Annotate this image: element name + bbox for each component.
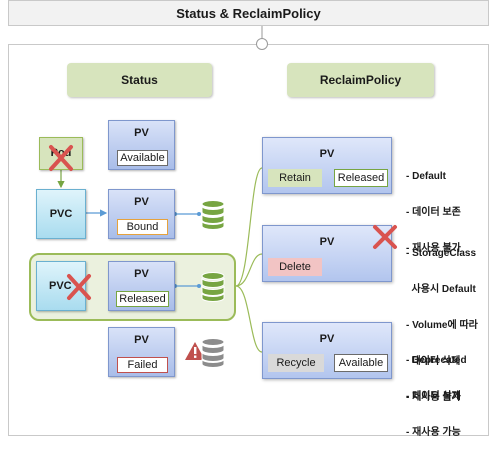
recycle-note-1: - Deprecated xyxy=(406,355,467,366)
retain-label: Retain xyxy=(268,169,322,187)
pv-available-title: PV xyxy=(134,127,149,139)
pvc-bound-box: PVC xyxy=(36,189,86,239)
database-icon xyxy=(201,272,225,302)
reclaim-policy-header: ReclaimPolicy xyxy=(287,63,434,97)
delete-label: Delete xyxy=(268,258,322,276)
pv-released-status: Released xyxy=(116,291,169,307)
diagram-title: Status & ReclaimPolicy xyxy=(8,0,489,26)
cross-mark-icon xyxy=(49,145,73,171)
status-header: Status xyxy=(67,63,212,97)
delete-note-1: - StorageClass xyxy=(406,248,477,259)
cross-mark-icon xyxy=(67,274,91,300)
retain-released-label: Released xyxy=(334,169,388,187)
cross-mark-icon xyxy=(373,225,397,249)
recycle-note-2: - 데이터 삭제 xyxy=(406,391,461,402)
delete-note-5: - 재사용 불가 xyxy=(406,392,461,403)
pv-failed-title: PV xyxy=(134,334,149,346)
pv-retain-box: PV Retain Released xyxy=(262,137,392,194)
arrow-lines xyxy=(57,167,263,353)
pv-available-status: Available xyxy=(117,150,168,166)
frame-anchor-circle xyxy=(256,38,268,50)
retain-note-2: - 데이터 보존 xyxy=(406,207,461,218)
pvc-released-label: PVC xyxy=(49,280,72,292)
delete-note-4: 데이터 삭제 xyxy=(406,356,461,367)
retain-note-1: - Default xyxy=(406,171,446,182)
pv-bound-box: PV Bound xyxy=(108,189,175,239)
pv-bound-status: Bound xyxy=(117,219,168,235)
database-icon xyxy=(201,338,225,368)
pv-delete-box: PV Delete xyxy=(262,225,392,282)
retain-note-3: - 재사용 불가 xyxy=(406,243,461,254)
pv-failed-box: PV Failed xyxy=(108,327,175,377)
pvc-released-box: PVC xyxy=(36,261,86,311)
pv-failed-status: Failed xyxy=(117,357,168,373)
pv-delete-title: PV xyxy=(319,236,335,248)
pv-available-box: PV Available xyxy=(108,120,175,170)
pv-recycle-box: PV Recycle Available xyxy=(262,322,392,379)
recycle-available-label: Available xyxy=(334,354,388,372)
delete-note-2: 사용시 Default xyxy=(406,284,476,295)
delete-note-3: - Volume에 따라 xyxy=(406,320,478,331)
database-icon xyxy=(201,200,225,230)
recycle-label: Recycle xyxy=(268,354,324,372)
delete-notes: - StorageClass 사용시 Default - Volume에 따라 … xyxy=(406,224,478,416)
pv-released-box: PV Released xyxy=(108,261,175,311)
recycle-note-3: - 재사용 가능 xyxy=(406,427,461,438)
recycle-notes: - Deprecated - 데이터 삭제 - 재사용 가능 xyxy=(406,331,467,451)
pv-recycle-title: PV xyxy=(319,333,335,345)
pv-retain-title: PV xyxy=(319,148,335,160)
pv-bound-title: PV xyxy=(134,196,149,208)
pvc-bound-label: PVC xyxy=(49,208,73,220)
retain-notes: - Default - 데이터 보존 - 재사용 불가 xyxy=(406,147,461,267)
pv-released-title: PV xyxy=(134,268,149,280)
warning-icon xyxy=(185,342,205,360)
